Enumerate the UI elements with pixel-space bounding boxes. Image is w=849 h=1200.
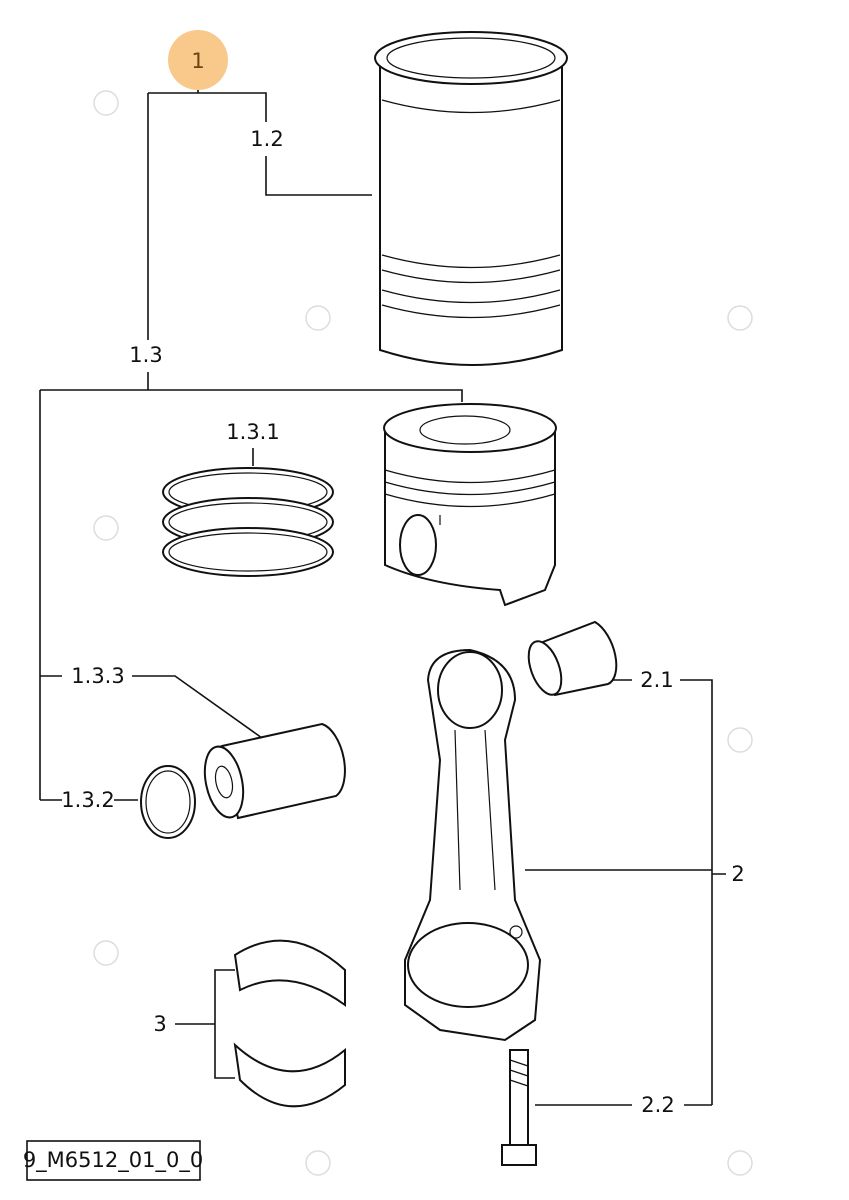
callout-1-3-2[interactable]: 1.3.2 [61,788,114,812]
leader-lines [39,80,726,1106]
circlip[interactable] [140,765,196,839]
callout-2-1[interactable]: 2.1 [640,668,673,692]
con-rod-bolt[interactable] [501,1049,537,1166]
cylinder-liner[interactable] [374,31,568,366]
piston[interactable] [383,403,557,607]
callout-1-3-1[interactable]: 1.3.1 [226,420,279,444]
callout-1-3-3[interactable]: 1.3.3 [71,664,124,688]
bearing-shells[interactable] [233,939,346,1108]
highlight-circle [168,30,228,90]
callout-1-3[interactable]: 1.3 [129,343,162,367]
reference-code-box [26,1140,201,1181]
callout-2[interactable]: 2 [731,862,744,886]
small-end-bush[interactable] [522,620,618,699]
callout-1-2[interactable]: 1.2 [250,127,283,151]
piston-pin[interactable] [199,722,346,821]
connecting-rod[interactable] [404,648,542,1042]
piston-rings[interactable] [162,467,334,577]
reference-code: 9_M6512_01_0_0 [23,1148,203,1173]
callout-1[interactable]: 1 [191,49,204,73]
callout-3[interactable]: 3 [153,1012,166,1036]
callout-2-2[interactable]: 2.2 [641,1093,674,1117]
